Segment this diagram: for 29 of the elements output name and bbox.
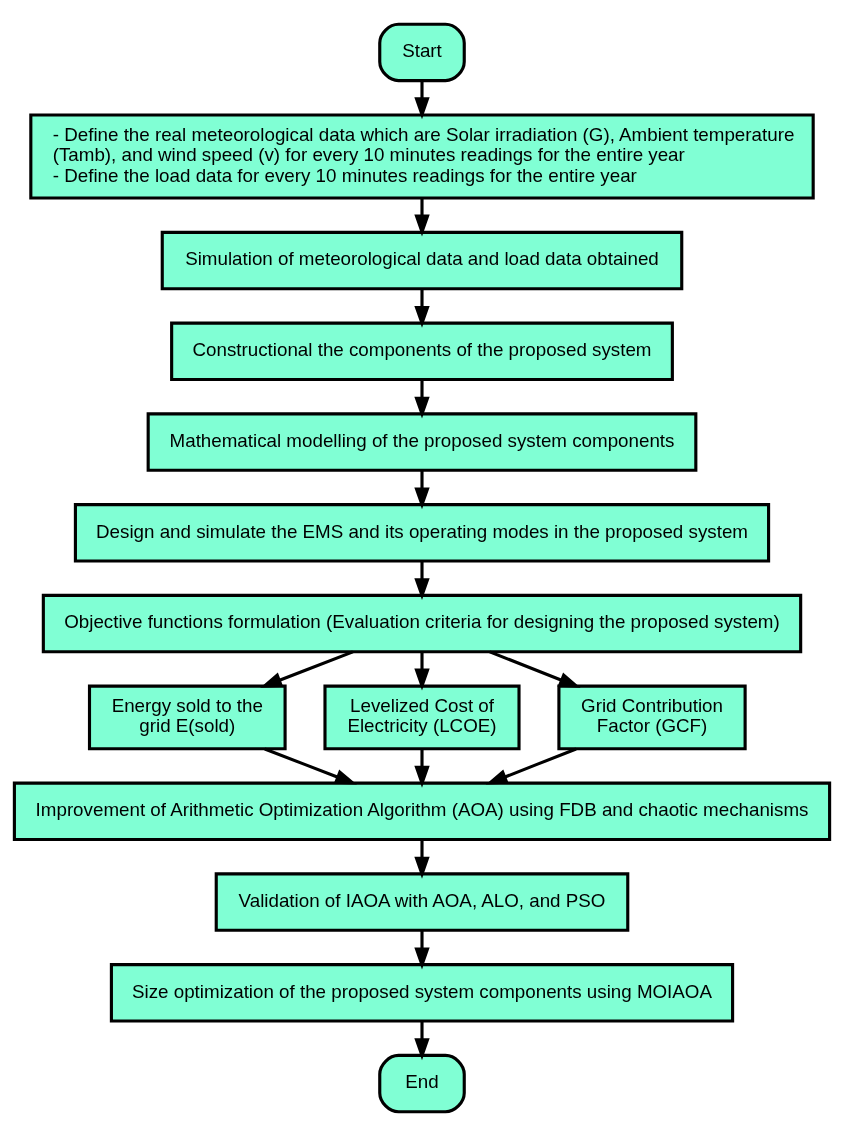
- node-box: Simulation of meteorological data and load data obtained: [160, 230, 684, 290]
- node-box: Energy sold to the grid E(sold): [87, 684, 287, 750]
- node-box: Constructional the components of the proposed system: [170, 321, 674, 381]
- arrow: [414, 929, 430, 969]
- node-box: Start: [378, 22, 466, 82]
- node-box: Validation of IAOA with AOA, ALO, and PSO: [214, 871, 630, 932]
- arrow: [414, 839, 430, 879]
- arrow: [414, 288, 430, 328]
- arrow: [414, 560, 430, 600]
- arrow: [414, 748, 430, 788]
- node-box: Size optimization of the proposed system components using MOIAOA: [109, 962, 735, 1023]
- arrow: [414, 198, 430, 237]
- arrow: [485, 747, 577, 785]
- node-box: Mathematical modelling of the proposed system components: [146, 411, 698, 472]
- arrow: [264, 747, 357, 785]
- node-box: Improvement of Arithmetic Optimization Algorithm (AOA) using FDB and chaotic mechanisms: [12, 781, 832, 841]
- node-box: Design and simulate the EMS and its operating modes in the proposed system: [73, 502, 771, 563]
- arrow: [260, 649, 354, 688]
- node-box: - Define the real meteorological data which are Solar irradiation (G), Ambient temperature (Tamb), and wind speed (v) for every 10 minutes readings for the entire year - Define the load data for every 10 minutes readings for the entire year: [29, 112, 815, 199]
- arrow: [489, 649, 581, 688]
- node-box: Grid Contribution Factor (GCF): [557, 684, 747, 750]
- arrow: [414, 80, 430, 119]
- arrow: [414, 469, 430, 509]
- node-box: End: [378, 1053, 466, 1113]
- arrow: [414, 651, 430, 691]
- arrow: [414, 379, 430, 419]
- node-box: Objective functions formulation (Evaluation criteria for designing the proposed system): [41, 593, 803, 653]
- arrow: [414, 1020, 430, 1060]
- node-box: Levelized Cost of Electricity (LCOE): [323, 684, 521, 750]
